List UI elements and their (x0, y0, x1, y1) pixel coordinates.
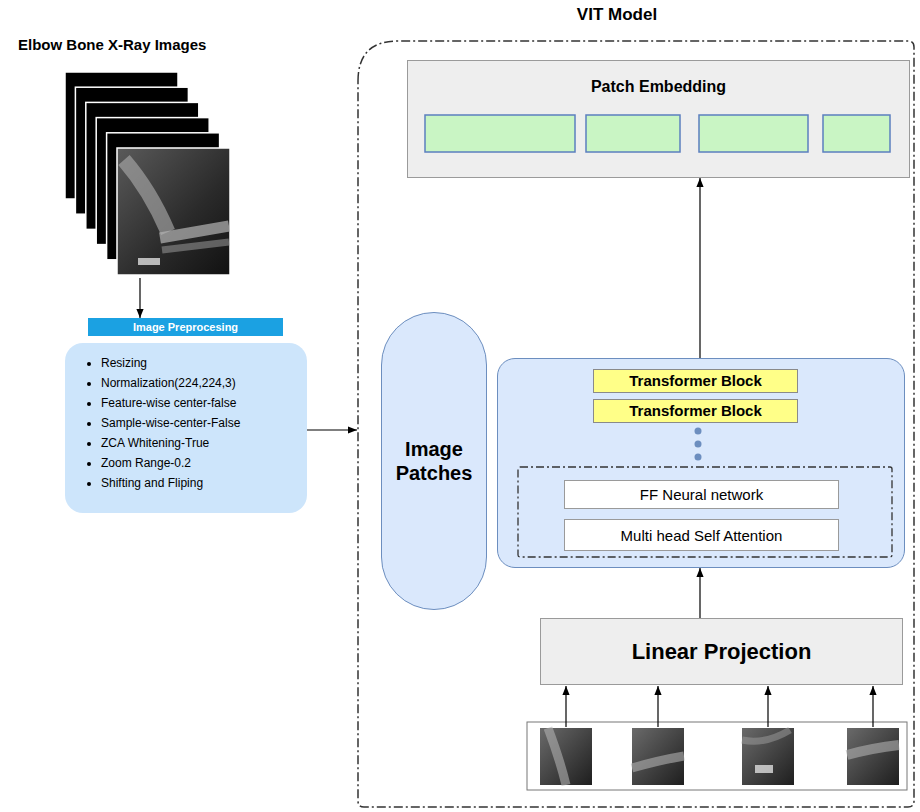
group-heading: VIT Model (357, 4, 877, 26)
projection-box: Linear Projection (540, 618, 903, 685)
flow-arrow (139, 278, 140, 318)
ellipsis-dot (695, 428, 702, 435)
bullet-item: ZCA Whitening-True (101, 433, 301, 453)
preprocessing-box: Image PreprocesingResizingNormalization(… (65, 318, 307, 513)
box-title: Image Patches (388, 437, 480, 485)
bullet-item: Sample-wise-center-False (101, 413, 301, 433)
bone-shape (632, 756, 684, 768)
image-patch (847, 728, 899, 785)
embedding-token (586, 115, 680, 152)
bone-shape (160, 226, 229, 238)
bullet-item: Normalization(224,224,3) (101, 373, 301, 393)
layer-label: FF Neural network (640, 486, 763, 503)
xray-stack (65, 72, 230, 275)
film-marker (138, 258, 160, 265)
box-title: Patch Embedding (408, 78, 909, 96)
bone-shape (742, 730, 790, 741)
image-patch (540, 728, 592, 785)
patch-arrow (767, 686, 768, 727)
image-patch (632, 728, 684, 785)
patches-pill: Image Patches (381, 312, 487, 610)
box-title: Linear Projection (632, 639, 812, 665)
bullet-item: Feature-wise center-false (101, 393, 301, 413)
section-header: Image Preprocesing (88, 318, 283, 336)
xray-front-image (117, 148, 230, 275)
patch-arrow (872, 686, 873, 727)
layer-label: Multi head Self Attention (621, 527, 783, 544)
bone-shape (847, 745, 899, 755)
patch-arrow (657, 686, 658, 727)
dashed-group (518, 467, 892, 557)
patch-arrow (565, 686, 566, 727)
embedding-token (699, 115, 808, 152)
embedding-token (425, 115, 575, 152)
flow-arrow (307, 429, 357, 430)
group-heading: Elbow Bone X-Ray Images (12, 35, 240, 55)
image-patch (742, 728, 794, 785)
flow-arrow (699, 178, 700, 358)
patch-strip-box (527, 722, 907, 790)
block-label: Transformer Block (629, 402, 762, 420)
ellipsis-dot (695, 454, 702, 461)
model-boundary: VIT ModelPatch EmbeddingImage Patches Tra… (357, 4, 915, 808)
flow-arrow (699, 568, 700, 618)
bone-shape (548, 728, 566, 785)
layer-box: FF Neural network (564, 480, 839, 509)
film-marker (755, 765, 773, 773)
bullet-item: Resizing (101, 353, 301, 373)
patch-strip (527, 686, 907, 790)
bullet-list: ResizingNormalization(224,224,3)Feature-… (65, 353, 301, 493)
transformer-block: Transformer Block (593, 369, 798, 393)
block-label: Transformer Block (629, 372, 762, 390)
bullet-item: Zoom Range-0.2 (101, 453, 301, 473)
transformer-block: Transformer Block (593, 399, 798, 423)
bone-shape (124, 160, 168, 232)
layer-box: Multi head Self Attention (564, 519, 839, 551)
transformer-container: Transformer BlockTransformer BlockFF Neu… (497, 358, 905, 568)
embedding-box: Patch Embedding (407, 60, 910, 178)
boundary-outline (358, 41, 914, 807)
image-stack-node: Elbow Bone X-Ray Images (12, 35, 240, 278)
bone-shape (162, 242, 229, 250)
ellipsis-dot (695, 441, 702, 448)
embedding-token (823, 115, 890, 152)
bullet-item: Shifting and Fliping (101, 473, 301, 493)
preprocessing-panel: ResizingNormalization(224,224,3)Feature-… (65, 343, 307, 513)
